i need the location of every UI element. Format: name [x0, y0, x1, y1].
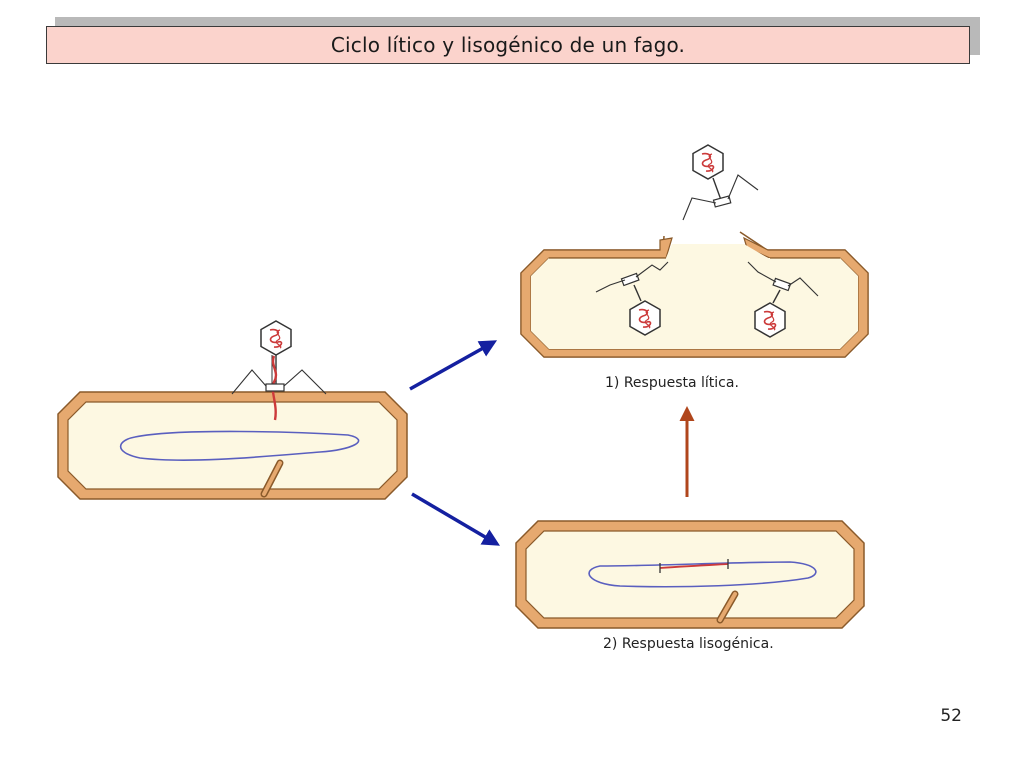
progeny-phage-right	[747, 261, 819, 338]
arrow-to-lysogenic	[411, 492, 501, 546]
progeny-phage-left	[595, 261, 669, 336]
prophage-segment	[659, 563, 729, 569]
attaching-phage	[231, 320, 327, 421]
bacterial-chromosome	[119, 430, 360, 461]
arrow-to-lytic	[409, 340, 498, 391]
caption-lytic: 1) Respuesta lítica.	[605, 375, 739, 391]
infected-cell	[57, 391, 408, 500]
released-phage	[682, 144, 759, 221]
lysogenic-cell	[515, 520, 865, 629]
caption-lysogenic: 2) Respuesta lisogénica.	[603, 636, 774, 652]
page-number: 52	[940, 706, 962, 726]
bacterial-chromosome-with-prophage	[588, 561, 817, 588]
page-title: Ciclo lítico y lisogénico de un fago.	[46, 26, 970, 64]
